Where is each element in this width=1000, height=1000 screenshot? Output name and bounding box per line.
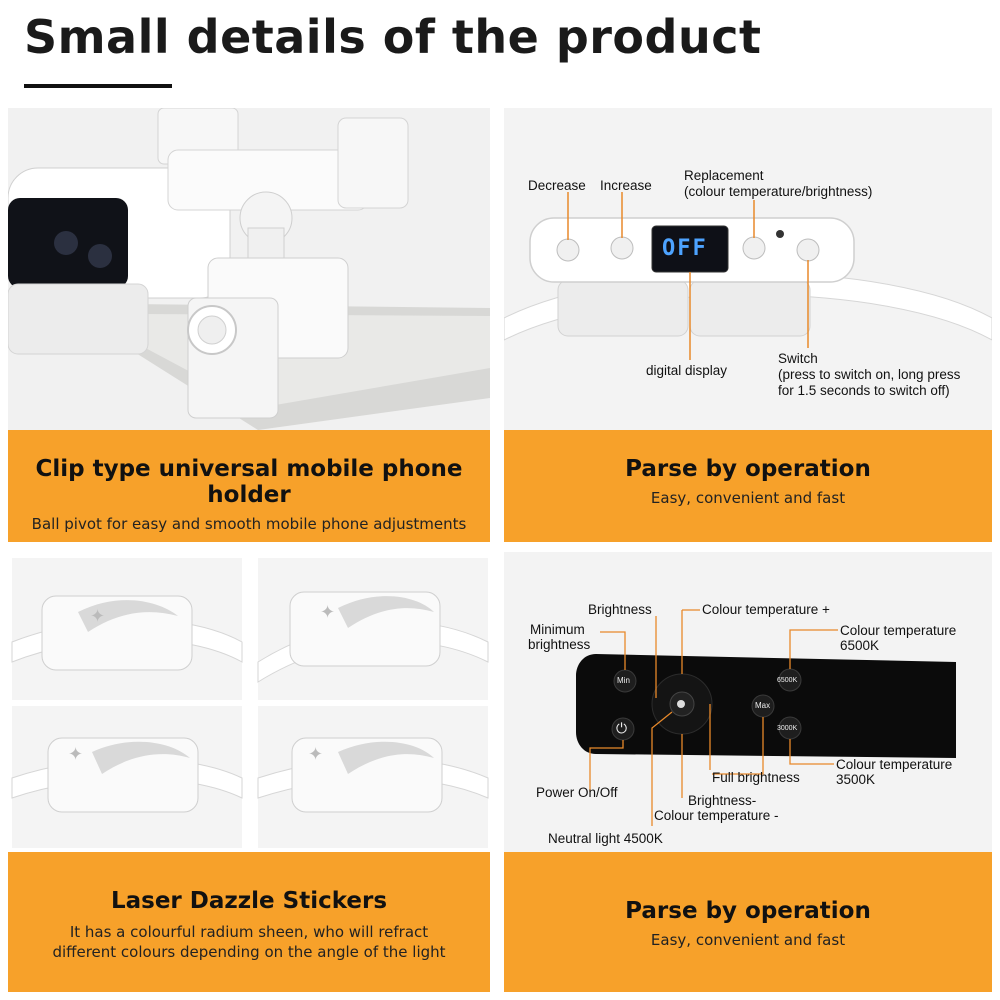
sticker-view-4: ✦ <box>257 706 489 848</box>
label-neutral-light: Neutral light 4500K <box>548 831 663 846</box>
label-replacement-detail: (colour temperature/brightness) <box>684 184 873 199</box>
label-full-brightness: Full brightness <box>712 770 800 785</box>
title-underline <box>24 84 172 88</box>
control-caption-band: Parse by operation Easy, convenient and … <box>504 430 992 542</box>
label-switch-detail-1: (press to switch on, long press <box>778 367 961 382</box>
control-subtitle: Easy, convenient and fast <box>650 489 846 507</box>
holder-subtitle: Ball pivot for easy and smooth mobile ph… <box>31 515 467 533</box>
sticker-view-2: ✦ <box>257 558 489 700</box>
holder-caption-band: Clip type universal mobile phone holder … <box>8 430 490 542</box>
remote-subtitle: Easy, convenient and fast <box>650 931 846 949</box>
display-readout: OFF <box>662 236 708 261</box>
remote-caption-band: Parse by operation Easy, convenient and … <box>504 852 992 992</box>
panel-phone-holder: Clip type universal mobile phone holder … <box>8 108 490 542</box>
label-digital-display: digital display <box>646 363 728 378</box>
control-title: Parse by operation <box>625 456 871 482</box>
remote-title: Parse by operation <box>625 898 871 924</box>
svg-text:✦: ✦ <box>320 602 335 623</box>
control-panel-illustration <box>504 108 992 430</box>
label-switch-detail-2: for 1.5 seconds to switch off) <box>778 383 950 398</box>
svg-text:✦: ✦ <box>308 744 323 765</box>
holder-title: Clip type universal mobile phone holder <box>35 456 463 508</box>
remote-btn-3000: 3000K <box>777 725 798 732</box>
remote-btn-6500: 6500K <box>777 677 798 684</box>
stickers-caption-band: Laser Dazzle Stickers It has a colourful… <box>8 852 490 992</box>
stickers-subtitle-line-2: different colours depending on the angle… <box>52 943 446 961</box>
remote-btn-min: Min <box>617 676 630 685</box>
label-ct-6500-value: 6500K <box>840 638 880 653</box>
label-brightness-minus: Brightness- <box>688 793 757 808</box>
panel-laser-stickers: ✦ ✦ ✦ ✦ Laser Dazzle Stickers It has a c… <box>8 552 490 992</box>
label-power: Power On/Off <box>536 785 618 800</box>
label-ct-3500: Colour temperature <box>836 757 953 772</box>
sticker-view-1: ✦ <box>11 558 243 700</box>
label-brightness: Brightness <box>588 602 652 617</box>
stickers-subtitle-line-1: It has a colourful radium sheen, who wil… <box>69 923 429 941</box>
label-switch: Switch <box>778 351 818 366</box>
phone-holder-illustration <box>8 108 490 430</box>
svg-text:✦: ✦ <box>68 744 83 765</box>
stickers-title: Laser Dazzle Stickers <box>110 888 388 914</box>
svg-text:✦: ✦ <box>90 606 105 627</box>
label-minimum-brightness: brightness <box>528 637 591 652</box>
remote-btn-max: Max <box>755 701 771 710</box>
panel-remote-control: Min Max 6500K 3000K ⏻ Brightness Colour … <box>504 552 992 992</box>
label-minimum: Minimum <box>530 622 585 637</box>
label-colour-temp-plus: Colour temperature + <box>702 602 830 617</box>
power-icon: ⏻ <box>616 720 628 736</box>
panel-control-buttons: OFF Decrease Increase Replacement (colou… <box>504 108 992 542</box>
label-ct-6500: Colour temperature <box>840 623 957 638</box>
sticker-views-illustration: ✦ ✦ ✦ ✦ <box>8 552 490 852</box>
sticker-view-3: ✦ <box>11 706 243 848</box>
label-ct-3500-value: 3500K <box>836 772 876 787</box>
label-decrease: Decrease <box>528 178 586 193</box>
label-colour-temp-minus: Colour temperature - <box>654 808 779 823</box>
label-replacement: Replacement <box>684 168 764 183</box>
remote-illustration <box>504 552 992 852</box>
label-increase: Increase <box>600 178 652 193</box>
page-title: Small details of the product <box>24 10 762 64</box>
